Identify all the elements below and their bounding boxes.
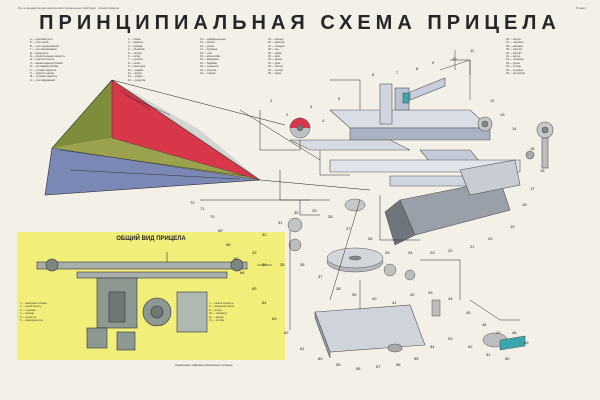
part-number-label: 47	[496, 330, 501, 335]
part-number-label: 16	[540, 168, 545, 173]
part-number-label: 31	[278, 220, 283, 225]
part-number-label: 68	[226, 242, 231, 247]
part-number-label: 15	[530, 146, 535, 151]
linkage-lines	[259, 59, 520, 330]
part-number-label: 43	[428, 290, 433, 295]
part-number-label: 10	[452, 56, 457, 61]
part-number-label: 64	[262, 300, 267, 305]
part-number-label: 65	[252, 286, 257, 291]
part-number-label: 42	[410, 292, 415, 297]
part-number-label: 37	[318, 274, 323, 279]
part-number-label: 26	[368, 236, 373, 241]
part-number-label: 60	[318, 356, 323, 361]
part-number-label: 20	[488, 236, 493, 241]
part-number-label: 46	[482, 322, 487, 327]
part-number-label: 54	[430, 344, 435, 349]
part-number-label: 3	[310, 104, 313, 109]
part-number-label: 66	[240, 270, 245, 275]
part-number-label: 53	[448, 336, 453, 341]
part-number-label: 56	[396, 362, 401, 367]
optical-cone	[44, 79, 261, 196]
part-number-label: 39	[352, 292, 357, 297]
part-number-label: 35	[280, 262, 285, 267]
part-number-label: 14	[512, 126, 517, 131]
inset-title: ОБЩИЙ ВИД ПРИЦЕЛА	[116, 236, 186, 242]
part-number-label: 1	[270, 98, 273, 103]
part-number-label: 69	[218, 228, 223, 233]
part-number-label: 51	[486, 352, 491, 357]
part-number-label: 49	[524, 340, 529, 345]
part-number-label: 18	[522, 202, 527, 207]
part-number-label: 22	[448, 248, 453, 253]
part-number-label: 40	[372, 296, 377, 301]
part-number-label: 5	[338, 96, 341, 101]
part-number-label: 28	[328, 214, 333, 219]
part-number-label: 36	[300, 262, 305, 267]
part-number-label: 11	[470, 48, 475, 53]
part-number-label: 50	[505, 356, 510, 361]
part-number-label: 67	[234, 256, 239, 261]
part-number-label: 57	[376, 364, 381, 369]
footer-note: Примечание: цифровые обозначения условны…	[175, 364, 233, 367]
gear-assemblies	[264, 117, 526, 351]
part-number-label: 72	[190, 200, 195, 205]
part-number-label: 70	[210, 214, 215, 219]
part-number-label: 34	[262, 262, 267, 267]
upper-mechanism	[289, 50, 521, 187]
part-number-label: 12	[490, 98, 495, 103]
part-number-label: 61	[300, 346, 305, 351]
part-number-label: 41	[392, 300, 397, 305]
part-number-label: 25	[385, 250, 390, 255]
wedge-housing	[384, 121, 554, 246]
base-plate	[314, 280, 426, 359]
corner-mark: Плакат	[576, 6, 586, 10]
part-number-label: 17	[530, 186, 535, 191]
part-number-label: 13	[500, 112, 505, 117]
part-number-label: 8	[416, 66, 419, 71]
part-number-label: 48	[512, 330, 517, 335]
part-number-label: 30	[294, 210, 299, 215]
header-note: И-о-к предметов автоматических прицельны…	[18, 6, 120, 10]
part-number-label: 6	[372, 72, 375, 77]
part-number-label: 33	[252, 250, 257, 255]
part-number-label: 7	[396, 70, 399, 75]
part-number-label: 9	[432, 60, 435, 65]
part-number-label: 4	[322, 118, 325, 123]
part-number-label: 63	[272, 316, 277, 321]
part-number-label: 32	[262, 232, 267, 237]
part-number-label: 24	[408, 250, 413, 255]
part-number-label: 62	[284, 330, 289, 335]
part-number-label: 29	[312, 208, 317, 213]
part-number-label: 19	[510, 224, 515, 229]
part-number-label: 55	[414, 356, 419, 361]
part-number-label: 71	[200, 206, 205, 211]
part-number-label: 59	[336, 362, 341, 367]
general-view-drawing	[36, 252, 272, 351]
part-number-label: 21	[470, 244, 475, 249]
part-number-label: 58	[356, 366, 361, 371]
part-number-label: 2	[286, 112, 289, 117]
part-number-label: 44	[448, 296, 453, 301]
part-number-label: 38	[336, 286, 341, 291]
part-number-label: 52	[468, 344, 473, 349]
part-number-label: 23	[430, 250, 435, 255]
part-number-label: 27	[346, 226, 351, 231]
part-number-label: 45	[466, 310, 471, 315]
poster-title: ПРИНЦИПИАЛЬНАЯ СХЕМА ПРИЦЕЛА	[39, 12, 561, 34]
